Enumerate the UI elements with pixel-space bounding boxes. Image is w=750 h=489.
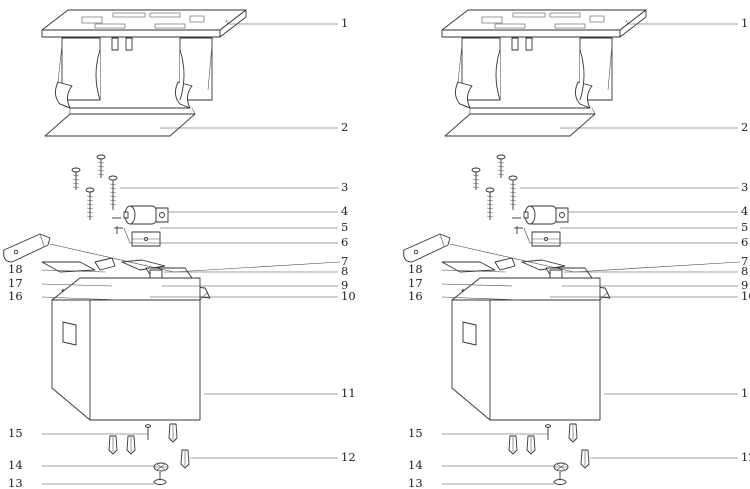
- part-label-2: 2: [741, 120, 748, 134]
- part-label-4: 4: [741, 204, 748, 218]
- part-label-18: 18: [8, 262, 23, 276]
- part-label-1: 1: [741, 16, 748, 30]
- part-label-1: 1: [341, 16, 348, 30]
- part-label-4: 4: [341, 204, 348, 218]
- part-label-14: 14: [408, 458, 423, 472]
- part-label-13: 13: [8, 476, 23, 489]
- part-label-8: 8: [741, 264, 748, 278]
- part-label-18: 18: [408, 262, 423, 276]
- part-label-3: 3: [741, 180, 748, 194]
- part-label-7: 7: [741, 254, 748, 268]
- part-label-9: 9: [341, 278, 348, 292]
- part-label-8: 8: [341, 264, 348, 278]
- part-label-5: 5: [741, 220, 748, 234]
- part-label-15: 15: [8, 426, 23, 440]
- part-label-5: 5: [341, 220, 348, 234]
- part-label-11: 11: [341, 386, 356, 400]
- part-label-17: 17: [8, 276, 23, 290]
- part-label-6: 6: [341, 235, 348, 249]
- part-label-12: 12: [341, 450, 356, 464]
- part-label-15: 15: [408, 426, 423, 440]
- part-label-10: 10: [341, 289, 356, 303]
- part-label-6: 6: [741, 235, 748, 249]
- part-label-7: 7: [341, 254, 348, 268]
- left-exploded-view: [3, 9, 341, 485]
- part-label-13: 13: [408, 476, 423, 489]
- part-label-3: 3: [341, 180, 348, 194]
- part-label-16: 16: [408, 289, 423, 303]
- part-label-11: 11: [741, 386, 750, 400]
- part-label-12: 12: [741, 450, 750, 464]
- part-label-17: 17: [408, 276, 423, 290]
- part-label-14: 14: [8, 458, 23, 472]
- part-label-10: 10: [741, 289, 750, 303]
- part-label-16: 16: [8, 289, 23, 303]
- part-label-2: 2: [341, 120, 348, 134]
- part-label-9: 9: [741, 278, 748, 292]
- right-exploded-view: [403, 9, 741, 485]
